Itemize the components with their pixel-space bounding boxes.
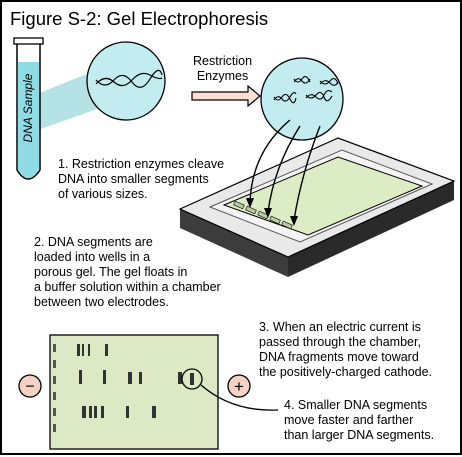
step-2-caption: 2. DNA segments are loaded into wells in… — [34, 235, 221, 310]
gel-panel — [49, 334, 219, 450]
arrowhead — [264, 208, 272, 218]
step-4-caption: 4. Smaller DNA segments move faster and … — [284, 398, 434, 443]
loading-arrows — [246, 119, 321, 226]
step-1-caption: 1. Restriction enzymes cleave DNA into s… — [58, 157, 224, 202]
dna-sample-tube — [13, 37, 44, 180]
gel-well — [233, 200, 245, 210]
restriction-arrow — [191, 84, 261, 108]
caption-line: of various sizes. — [58, 187, 148, 201]
band — [128, 372, 132, 384]
caption-line: a buffer solution within a chamber — [34, 280, 221, 294]
chamber-right-side — [288, 181, 454, 277]
negative-electrode: − — [18, 374, 42, 398]
dna-fragment — [319, 80, 339, 86]
caption-line: the positively-charged cathode. — [259, 365, 433, 379]
caption-line: DNA into smaller segments — [58, 172, 209, 186]
gel-well — [269, 215, 281, 225]
ladder-lane — [53, 344, 56, 432]
chamber-front-side — [180, 209, 288, 277]
highlighted-band — [190, 373, 194, 385]
band — [178, 372, 182, 384]
tube-bottom-liquid — [18, 170, 39, 178]
label-line: Restriction — [193, 54, 253, 68]
dna-fragment — [293, 76, 311, 83]
caption-line: 3. When an electric current is — [259, 320, 421, 334]
loading-arrow — [267, 125, 301, 213]
cut-dna-circle — [260, 57, 344, 141]
gel-result-panel — [49, 334, 279, 450]
step-3-caption: 3. When an electric current is passed th… — [259, 320, 432, 380]
intact-dna-circle — [86, 41, 166, 121]
caption-line: between two electrodes. — [34, 295, 169, 309]
restriction-enzymes-label: Restriction Enzymes — [193, 54, 252, 84]
band — [94, 406, 97, 418]
dna-fragment — [273, 93, 297, 104]
band — [82, 406, 86, 418]
figure-title: Figure S-2: Gel Electrophoresis — [10, 8, 269, 29]
gel-well — [281, 220, 293, 230]
highlight-circle — [181, 368, 203, 390]
band — [82, 344, 84, 356]
loading-arrow — [293, 125, 321, 221]
band — [126, 406, 129, 418]
dna-strand-a — [95, 72, 163, 87]
band — [77, 344, 80, 356]
positive-electrode: + — [227, 374, 251, 398]
band — [79, 370, 82, 384]
electrophoresis-chamber — [178, 137, 456, 277]
caption-line: than larger DNA segments. — [284, 428, 435, 442]
caption-line: DNA fragments move toward — [259, 350, 419, 364]
caption-line: 1. Restriction enzymes cleave — [58, 157, 225, 171]
band — [88, 344, 90, 356]
callout-line — [200, 384, 279, 411]
caption-line: move faster and farther — [284, 413, 414, 427]
dna-bands — [77, 344, 182, 418]
dna-fragment — [273, 92, 297, 102]
loading-arrow — [249, 119, 291, 203]
band — [89, 406, 92, 418]
positive-sign: + — [234, 377, 244, 396]
band — [101, 406, 104, 418]
caption-line: 2. DNA segments are — [34, 235, 153, 249]
dna-fragment — [293, 78, 311, 84]
label-line: Enzymes — [196, 69, 249, 83]
gel-slab — [222, 156, 424, 236]
tube-outline — [16, 39, 41, 180]
gel-well — [257, 210, 269, 220]
dna-fragment — [319, 78, 339, 85]
band — [103, 370, 106, 384]
arrowhead — [246, 198, 254, 208]
band — [139, 372, 142, 384]
arrowhead — [290, 216, 298, 226]
band — [105, 344, 108, 356]
caption-line: loaded into wells in a — [34, 250, 151, 264]
gel-well — [245, 205, 257, 215]
caption-line: 4. Smaller DNA segments — [284, 398, 428, 412]
tube-rim — [13, 37, 44, 45]
band — [152, 406, 156, 418]
magnification-beam — [32, 71, 100, 130]
negative-sign: − — [25, 379, 34, 396]
tube-liquid — [18, 62, 39, 174]
caption-line: passed through the chamber, — [259, 335, 421, 349]
dna-fragment — [305, 90, 333, 100]
caption-line: porous gel. The gel floats in — [34, 265, 188, 279]
dna-fragment — [305, 91, 333, 102]
dna-strand-b — [95, 69, 163, 88]
dna-sample-label: DNA Sample — [21, 73, 35, 143]
